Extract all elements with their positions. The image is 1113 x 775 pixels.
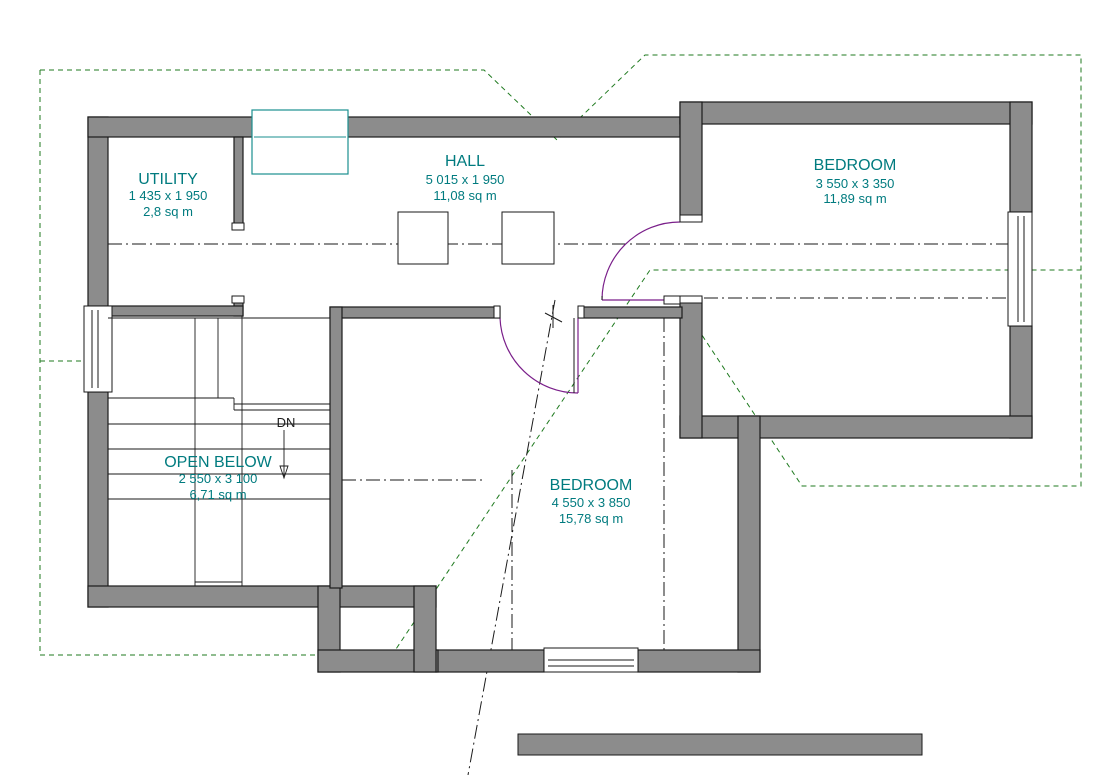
svg-text:5 015 x 1 950: 5 015 x 1 950 [426,172,505,187]
svg-text:UTILITY: UTILITY [138,171,198,188]
door-bedroom-2 [499,317,579,394]
svg-text:3 550 x 3 350: 3 550 x 3 350 [816,176,895,191]
door-bedroom-1 [601,221,681,301]
roof-outline [39,54,1082,656]
fixtures [251,109,923,756]
hall-fixture-right [501,211,555,265]
bar-element [517,733,923,756]
walls [87,101,1033,673]
hall-fixture-left [397,211,449,265]
svg-text:HALL: HALL [445,153,485,170]
svg-text:OPEN BELOW: OPEN BELOW [164,454,272,471]
svg-text:11,08 sq m: 11,08 sq m [433,188,496,203]
svg-text:11,89 sq m: 11,89 sq m [823,191,886,206]
stair-direction-label: DN [277,415,296,430]
center-lines [108,243,1010,775]
svg-text:BEDROOM: BEDROOM [814,157,897,174]
doors [231,214,703,394]
svg-text:1 435 x 1 950: 1 435 x 1 950 [129,188,208,203]
svg-text:BEDROOM: BEDROOM [550,477,633,494]
svg-text:15,78 sq m: 15,78 sq m [559,511,623,526]
room-label-bedroom-2: BEDROOM 4 550 x 3 850 15,78 sq m [550,477,633,526]
svg-text:6,71 sq m: 6,71 sq m [189,487,246,502]
roof-window-fixture [251,109,349,175]
staircase [108,316,330,586]
room-label-utility: UTILITY 1 435 x 1 950 2,8 sq m [129,171,208,219]
window-bedroom-east [1007,211,1033,327]
room-label-open-below: OPEN BELOW 2 550 x 3 100 6,71 sq m [164,454,272,502]
svg-text:2,8 sq m: 2,8 sq m [143,204,193,219]
windows [83,211,1033,673]
room-label-bedroom-1: BEDROOM 3 550 x 3 350 11,89 sq m [814,157,897,206]
room-label-hall: HALL 5 015 x 1 950 11,08 sq m [426,153,505,203]
svg-text:4 550 x 3 850: 4 550 x 3 850 [552,495,631,510]
svg-text:2 550 x 3 100: 2 550 x 3 100 [179,471,258,486]
